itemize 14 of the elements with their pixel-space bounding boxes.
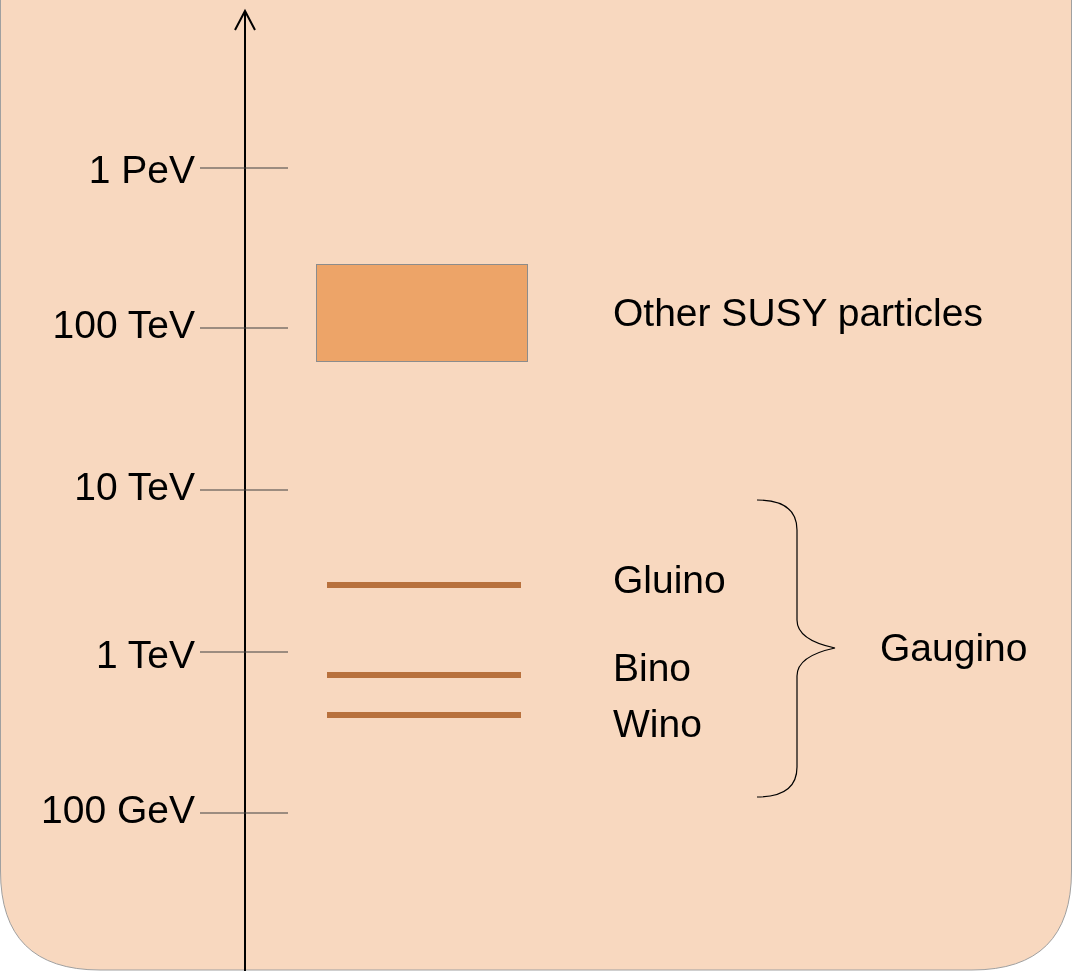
particle-label: Wino bbox=[613, 704, 702, 743]
axis-tick-label: 100 GeV bbox=[41, 790, 195, 829]
particle-label: Other SUSY particles bbox=[613, 293, 983, 332]
mass-level-bar bbox=[327, 582, 521, 588]
group-label: Gaugino bbox=[880, 628, 1028, 667]
axis-tick-label: 100 TeV bbox=[52, 305, 195, 344]
mass-level-bar bbox=[327, 712, 521, 718]
axis-tick-label: 1 TeV bbox=[95, 635, 195, 674]
mass-level-bar bbox=[327, 672, 521, 678]
axis-tick-label: 10 TeV bbox=[74, 467, 195, 506]
axis-tick-label: 1 PeV bbox=[88, 150, 195, 189]
particle-label: Gluino bbox=[613, 560, 726, 599]
mass-range-box bbox=[316, 264, 528, 362]
particle-label: Bino bbox=[613, 648, 692, 687]
